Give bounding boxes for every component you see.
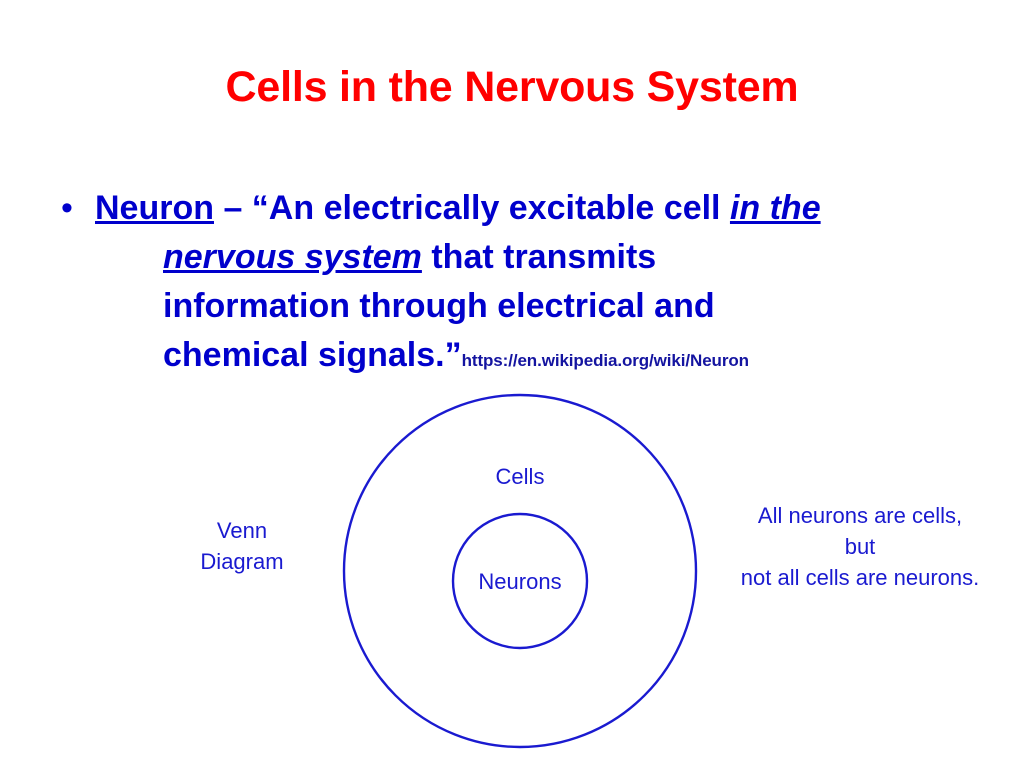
venn-label-neurons: Neurons [478,569,562,594]
definition-cont-1: that transmits [421,238,657,276]
annotation-venn-diagram: Venn Diagram [162,515,322,577]
bullet-item: • Neuron – “An electrically excitable ce… [55,184,985,385]
annotation-right-line-1: All neurons are cells, [757,503,963,528]
bullet-line-4: chemical signals.”https://en.wikipedia.o… [95,331,985,385]
page-title: Cells in the Nervous System [225,63,799,111]
annotation-relationship: All neurons are cells, but not all cells… [710,500,1010,593]
annotation-right-line-3: not all cells are neurons. [740,565,980,590]
term-neuron: Neuron [95,189,214,227]
bullet-line-3: information through electrical and [163,287,715,325]
bullet-point-icon: • [61,189,73,227]
bullet-line-1: Neuron – “An electrically excitable cell… [95,184,985,233]
definition-lead: – “An electrically excitable cell [214,189,730,227]
body-content: • Neuron – “An electrically excitable ce… [55,184,985,385]
emphasis-nervous-system: nervous system [163,238,422,276]
venn-label-cells: Cells [495,464,545,489]
definition-cont-3: chemical signals.” [163,336,462,374]
emphasis-in-the: in the [729,189,821,227]
annotation-left-line-1: Venn [216,518,268,543]
source-citation-url: https://en.wikipedia.org/wiki/Neuron [461,351,749,370]
bullet-line-2: nervous system that transmits [95,233,985,282]
annotation-right-line-2: but [844,534,876,559]
annotation-left-line-2: Diagram [200,549,284,574]
bullet-item-text: Neuron – “An electrically excitable cell… [95,184,985,385]
